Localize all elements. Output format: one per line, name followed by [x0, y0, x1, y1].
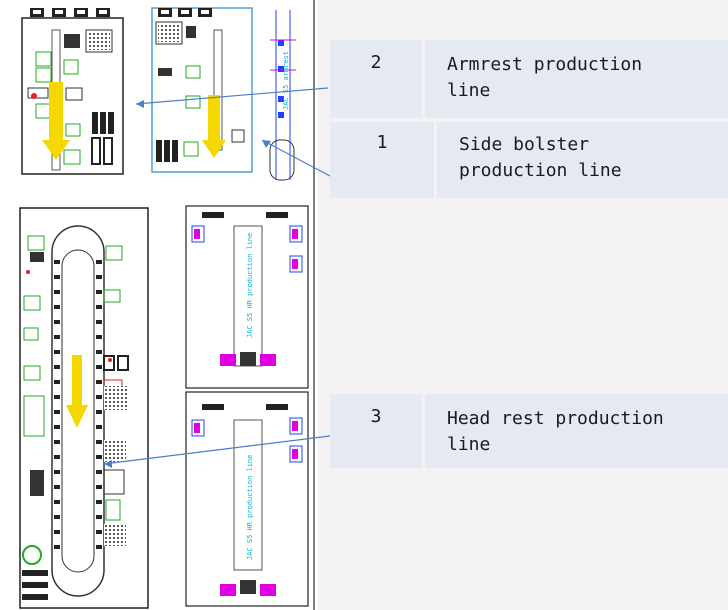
headrest-line-b-label: JAC S5 HR production line	[246, 455, 254, 560]
leader-line-armrest	[135, 87, 329, 105]
callout-label: Head rest production line	[447, 408, 664, 455]
callout-armrest: 2 Armrest production line	[330, 40, 728, 118]
callout-label: Side bolster production line	[459, 134, 622, 181]
headrest-conveyor-cell	[19, 207, 149, 609]
leader-line-headrest	[103, 435, 331, 465]
armrest-vertical-label: JAC S5 armrest	[282, 51, 290, 110]
headrest-line-a: JAC S5 HR production line	[185, 205, 309, 389]
headrest-line-b: JAC S5 HR production line	[185, 391, 309, 607]
callout-number: 2	[370, 52, 382, 73]
headrest-line-a-label: JAC S5 HR production line	[246, 233, 254, 338]
callout-label: Armrest production line	[447, 54, 643, 101]
armrest-cell	[21, 8, 124, 175]
vertical-conveyor: JAC S5 armrest	[269, 10, 296, 181]
callout-number: 3	[370, 406, 382, 427]
leader-line-side-bolster	[261, 139, 331, 177]
callout-headrest: 3 Head rest production line	[330, 394, 728, 468]
callout-side-bolster: 1 Side bolster production line	[330, 122, 728, 198]
callout-number: 1	[376, 132, 388, 153]
side-bolster-cell	[151, 7, 253, 173]
